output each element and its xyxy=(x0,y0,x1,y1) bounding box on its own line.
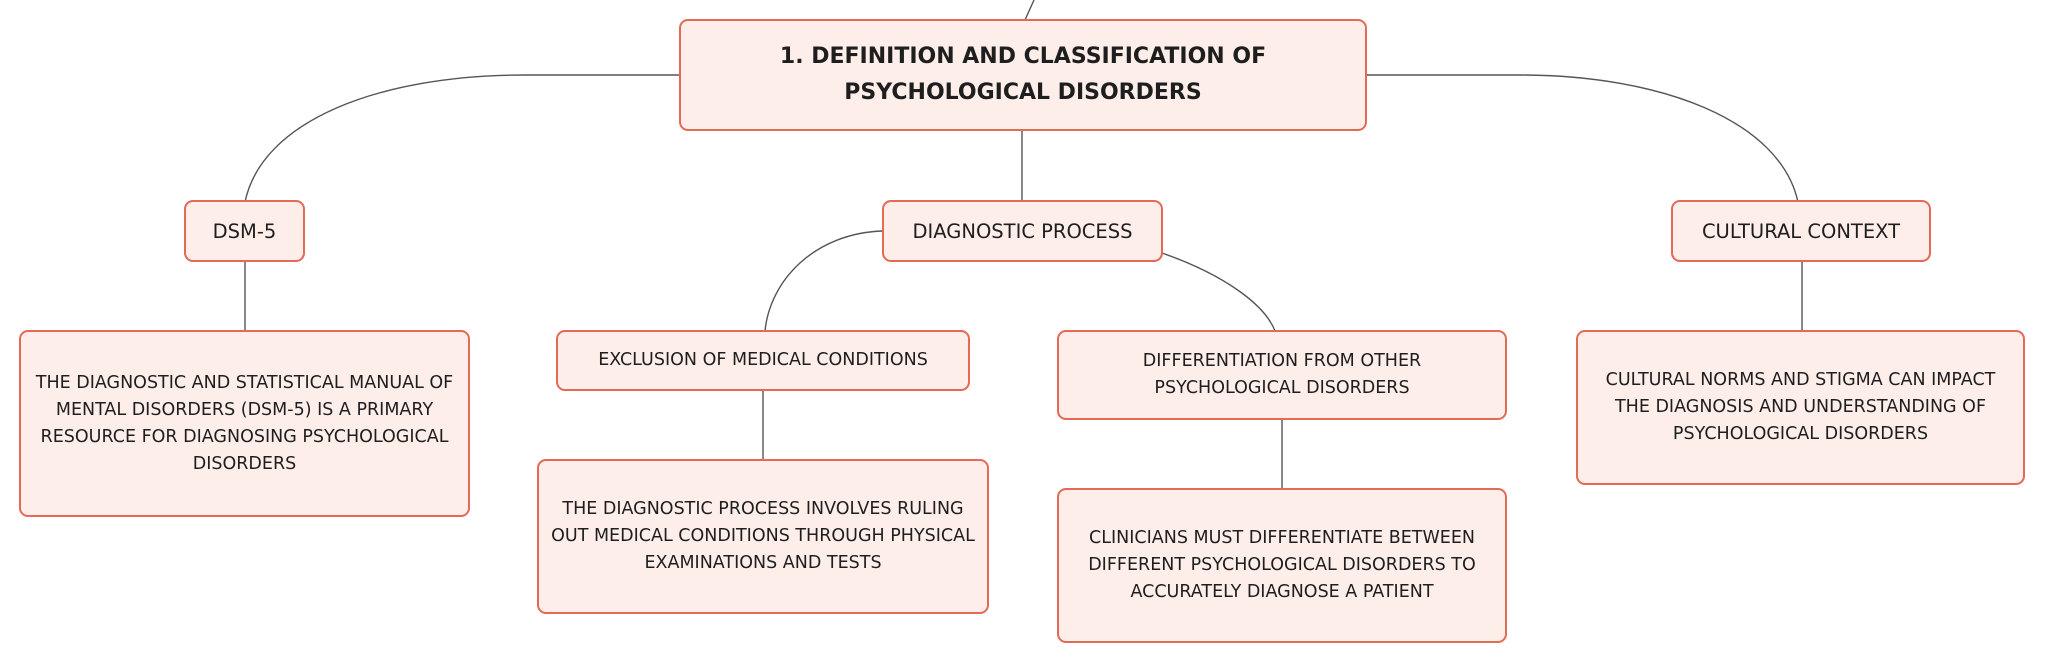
root-topic-label: 1. DEFINITION AND CLASSIFICATION OF PSYC… xyxy=(779,44,1267,105)
dsm5-detail-text: THE DIAGNOSTIC AND STATISTICAL MANUAL OF… xyxy=(35,372,454,474)
dsm5-detail-node[interactable]: THE DIAGNOSTIC AND STATISTICAL MANUAL OF… xyxy=(19,330,470,517)
differentiation-node[interactable]: DIFFERENTIATION FROM OTHER PSYCHOLOGICAL… xyxy=(1057,330,1507,420)
branch-cultural-context-label: CULTURAL CONTEXT xyxy=(1701,219,1901,243)
differentiation-detail-text: CLINICIANS MUST DIFFERENTIATE BETWEEN DI… xyxy=(1088,528,1476,602)
exclusion-node[interactable]: EXCLUSION OF MEDICAL CONDITIONS xyxy=(556,330,970,391)
root-topic-node[interactable]: 1. DEFINITION AND CLASSIFICATION OF PSYC… xyxy=(679,19,1367,131)
connector-root-to-dsm5 xyxy=(244,74,680,203)
branch-dsm5-node[interactable]: DSM-5 xyxy=(184,200,305,262)
branch-dsm5-label: DSM-5 xyxy=(212,219,277,243)
exclusion-detail-text: THE DIAGNOSTIC PROCESS INVOLVES RULING O… xyxy=(551,499,975,573)
branch-diagnostic-process-node[interactable]: DIAGNOSTIC PROCESS xyxy=(882,200,1163,262)
cultural-context-detail-node[interactable]: CULTURAL NORMS AND STIGMA CAN IMPACT THE… xyxy=(1576,330,2025,485)
branch-cultural-context-node[interactable]: CULTURAL CONTEXT xyxy=(1671,200,1931,262)
differentiation-detail-node[interactable]: CLINICIANS MUST DIFFERENTIATE BETWEEN DI… xyxy=(1057,488,1507,643)
cultural-context-detail-text: CULTURAL NORMS AND STIGMA CAN IMPACT THE… xyxy=(1605,370,1996,444)
differentiation-label: DIFFERENTIATION FROM OTHER PSYCHOLOGICAL… xyxy=(1142,351,1422,398)
connector-diagnostic-to-differentiation xyxy=(1161,252,1276,332)
exclusion-label: EXCLUSION OF MEDICAL CONDITIONS xyxy=(598,350,928,370)
connector-root-to-cultural-context xyxy=(1366,74,1799,203)
exclusion-detail-node[interactable]: THE DIAGNOSTIC PROCESS INVOLVES RULING O… xyxy=(537,459,989,614)
connector-parent-to-root xyxy=(1024,0,1035,21)
branch-diagnostic-process-label: DIAGNOSTIC PROCESS xyxy=(912,219,1133,243)
connector-diagnostic-to-exclusion xyxy=(764,230,884,332)
